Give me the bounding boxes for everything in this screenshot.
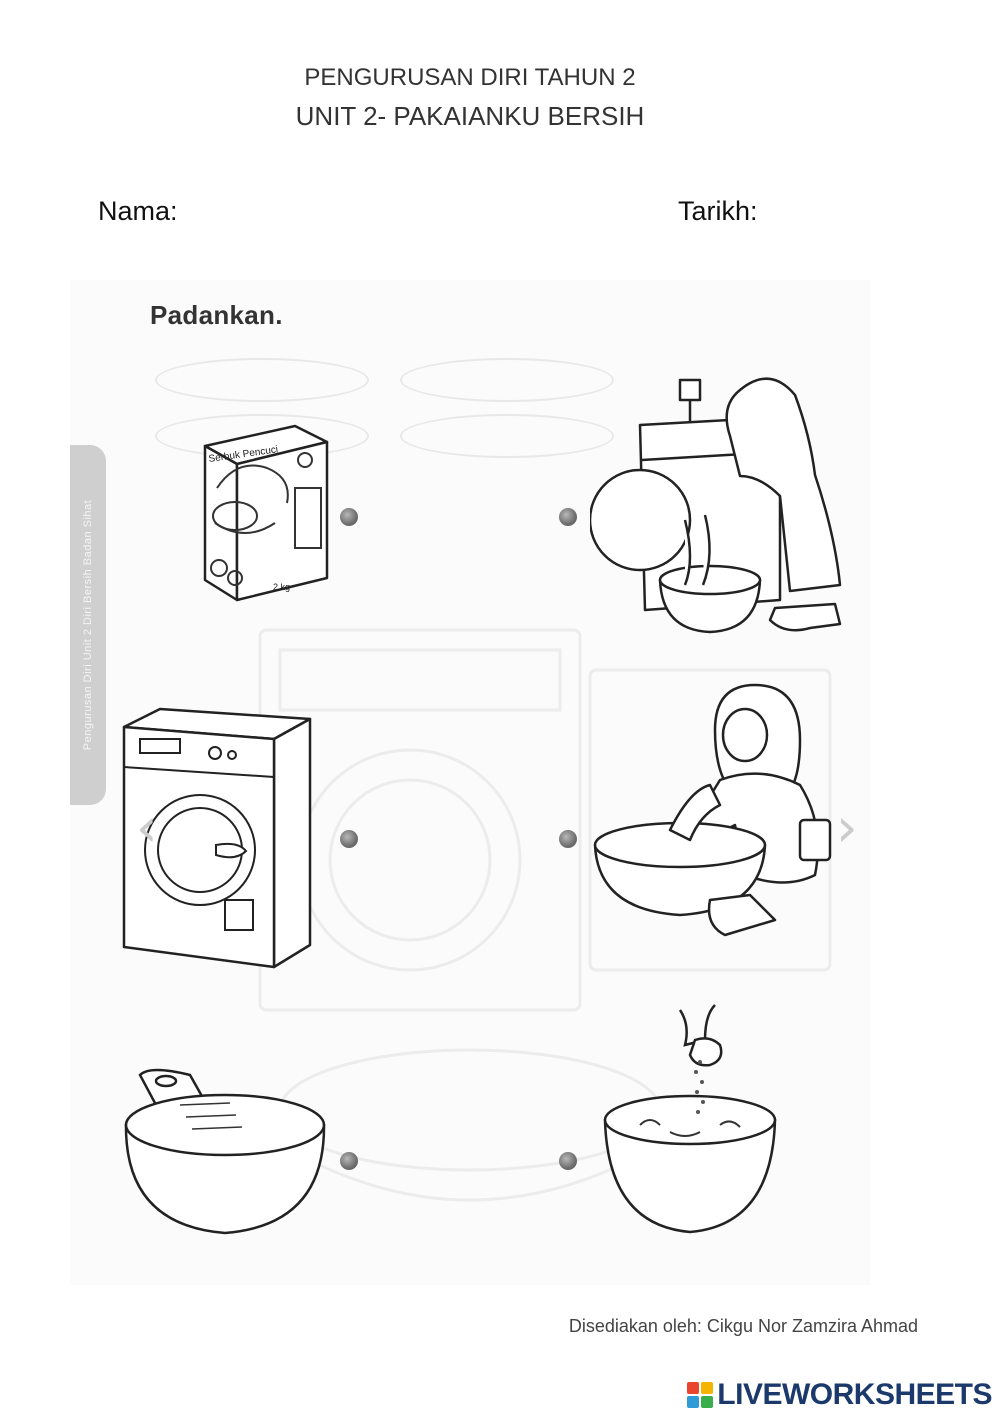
brand-logo: LIVEWORKSHEETS bbox=[687, 1378, 992, 1412]
side-tab-text: Pengurusan Diri Unit 2 Diri Bersih Badan… bbox=[82, 499, 94, 751]
ghost-ellipse bbox=[400, 414, 614, 458]
match-dot-left-1[interactable] bbox=[340, 508, 358, 526]
match-dot-left-2[interactable] bbox=[340, 830, 358, 848]
chevron-left-icon: ‹ bbox=[136, 796, 158, 859]
chevron-right-icon: › bbox=[836, 796, 858, 859]
pouring-detergent-image bbox=[603, 1004, 777, 1234]
page-subtitle: UNIT 2- PAKAIANKU BERSIH bbox=[295, 101, 645, 131]
loading-washing-machine-image bbox=[590, 377, 842, 634]
hand-washing-image bbox=[593, 683, 832, 937]
basin-washboard-image bbox=[124, 1068, 326, 1235]
page-title: PENGURUSAN DIRI TAHUN 2 bbox=[304, 64, 636, 91]
detergent-weight: 2 kg bbox=[273, 582, 290, 592]
detergent-box-image: Serbuk Pencuci 2 kg bbox=[203, 424, 329, 602]
name-label: Nama: bbox=[98, 196, 178, 226]
match-dot-right-3[interactable] bbox=[559, 1152, 577, 1170]
washing-machine-image bbox=[122, 707, 312, 969]
match-dot-left-3[interactable] bbox=[340, 1152, 358, 1170]
ghost-text bbox=[580, 306, 586, 332]
instruction-heading: Padankan. bbox=[150, 300, 283, 330]
credit-text: Disediakan oleh: Cikgu Nor Zamzira Ahmad bbox=[568, 1316, 918, 1336]
liveworksheets-logo-icon bbox=[687, 1382, 714, 1408]
date-label: Tarikh: bbox=[678, 196, 758, 226]
ghost-ellipse bbox=[155, 358, 369, 402]
match-dot-right-1[interactable] bbox=[559, 508, 577, 526]
ghost-ellipse bbox=[400, 358, 614, 402]
brand-name: LIVEWORKSHEETS bbox=[717, 1378, 992, 1411]
side-tab: Pengurusan Diri Unit 2 Diri Bersih Badan… bbox=[70, 445, 106, 805]
match-dot-right-2[interactable] bbox=[559, 830, 577, 848]
